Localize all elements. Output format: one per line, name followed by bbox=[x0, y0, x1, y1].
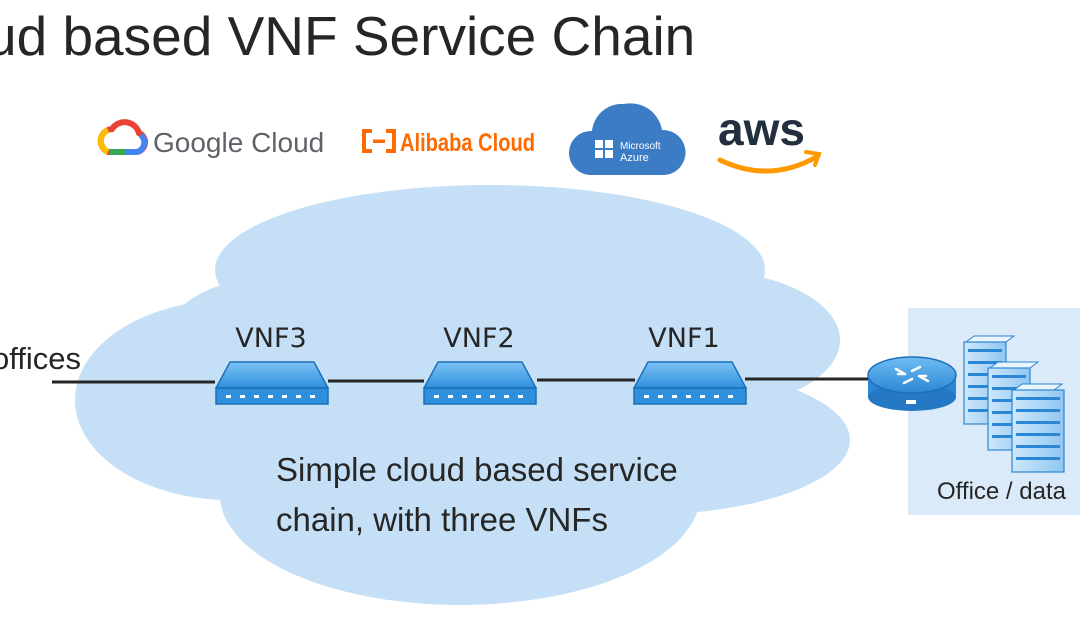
vnf1-label: VNF1 bbox=[648, 323, 719, 354]
azure-text-azure: Azure bbox=[620, 152, 649, 164]
windows-icon bbox=[595, 140, 613, 158]
datacenter-label: Office / data bbox=[937, 478, 1067, 505]
vnf1-device bbox=[632, 361, 748, 405]
google-cloud-logo: Google Cloud bbox=[97, 119, 324, 158]
server-rack-icon bbox=[963, 335, 1065, 473]
aws-smile-icon bbox=[717, 153, 821, 174]
vnf2-device bbox=[422, 361, 538, 405]
alibaba-cloud-text: Alibaba Cloud bbox=[400, 129, 535, 157]
azure-text-microsoft: Microsoft bbox=[620, 141, 661, 152]
slide-title: ud based VNF Service Chain bbox=[0, 5, 696, 67]
router-icon bbox=[867, 356, 957, 411]
azure-logo: Microsoft Azure bbox=[568, 103, 686, 175]
cloud-caption-line1: Simple cloud based service bbox=[276, 451, 678, 488]
alibaba-cloud-logo: Alibaba Cloud bbox=[362, 129, 535, 157]
offices-label: offices bbox=[0, 341, 81, 376]
vnf3-device bbox=[214, 361, 330, 405]
google-cloud-text: Google Cloud bbox=[153, 127, 324, 158]
chain-connection bbox=[52, 377, 870, 384]
azure-cloud-shape bbox=[568, 103, 686, 175]
vnf2-label: VNF2 bbox=[443, 323, 514, 354]
cloud-shape bbox=[75, 185, 850, 605]
aws-logo: aws bbox=[717, 103, 822, 174]
alibaba-cloud-icon bbox=[362, 129, 396, 153]
vnf3-label: VNF3 bbox=[235, 323, 306, 354]
google-cloud-icon bbox=[97, 119, 149, 155]
cloud-caption-line2: chain, with three VNFs bbox=[276, 501, 608, 538]
aws-text: aws bbox=[718, 103, 805, 155]
